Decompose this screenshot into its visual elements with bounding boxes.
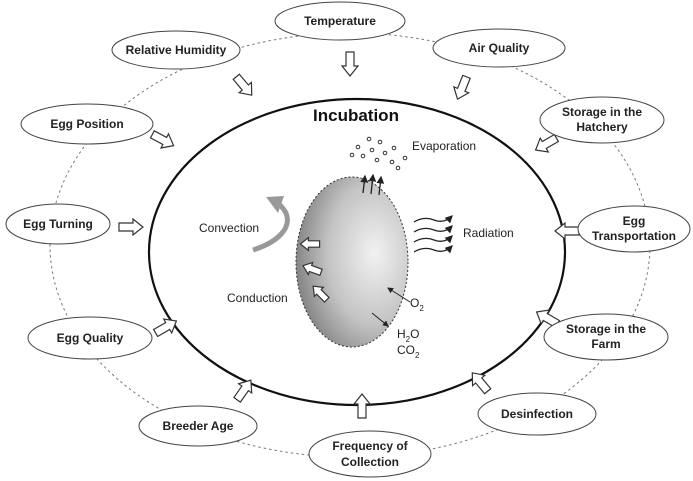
factor-label: Egg Position — [50, 117, 123, 131]
factor-label: Breeder Age — [163, 419, 234, 433]
arrow-desinfection — [471, 372, 492, 395]
evaporation-droplets — [349, 136, 408, 171]
factor-label: Relative Humidity — [126, 43, 227, 57]
factor-label-line1: Storage in the — [562, 105, 642, 119]
arrow-egg-transportation — [554, 221, 580, 241]
factor-frequency-collection: Frequency of Collection — [308, 430, 432, 478]
gas-h2o: H2O — [397, 327, 419, 344]
arrow-breeder-age — [233, 379, 253, 403]
factor-temperature: Temperature — [274, 1, 406, 41]
factor-egg-position: Egg Position — [20, 103, 154, 145]
process-convection: Convection — [199, 221, 259, 235]
arrow-temperature — [340, 51, 360, 77]
arrow-egg-turning — [118, 217, 144, 237]
process-conduction: Conduction — [227, 291, 288, 305]
egg-shape — [295, 176, 409, 348]
factor-label-line2: Hatchery — [576, 120, 628, 134]
process-evaporation: Evaporation — [412, 139, 476, 153]
gas-co2: CO2 — [397, 343, 420, 360]
factor-label-line1: Frequency of — [332, 439, 408, 453]
factor-label-line2: Collection — [341, 455, 399, 469]
conduction-arrows — [299, 236, 330, 303]
arrow-storage-hatchery — [534, 133, 560, 153]
factor-egg-turning: Egg Turning — [5, 203, 111, 245]
factor-storage-hatchery: Storage in the Hatchery — [539, 96, 665, 144]
factor-label: Egg Quality — [57, 331, 124, 345]
factor-label: Egg Turning — [23, 217, 93, 231]
evaporation-arrows — [360, 173, 385, 196]
arrow-egg-quality — [152, 318, 178, 338]
arrow-relative-humidity — [232, 73, 253, 96]
gas-o2: O2 — [410, 296, 424, 313]
factor-egg-quality: Egg Quality — [27, 316, 153, 360]
conduction-arrow-1 — [299, 236, 321, 252]
arrow-air-quality — [452, 74, 471, 101]
factor-desinfection: Desinfection — [477, 392, 597, 436]
factor-breeder-age: Breeder Age — [138, 405, 258, 447]
factor-egg-transportation: Egg Transportation — [577, 205, 691, 253]
process-radiation: Radiation — [463, 226, 514, 240]
diagram-title: Incubation — [313, 106, 399, 125]
factor-label-line2: Transportation — [592, 229, 676, 243]
factor-label: Desinfection — [501, 407, 573, 421]
factor-label: Temperature — [304, 14, 376, 28]
arrow-egg-position — [149, 130, 175, 149]
o2-arrow — [387, 287, 411, 303]
factor-relative-humidity: Relative Humidity — [111, 30, 241, 70]
factor-label-line1: Egg — [623, 214, 646, 228]
h2o-co2-arrow — [371, 312, 389, 327]
factor-label-line2: Farm — [591, 337, 620, 351]
factor-storage-farm: Storage in the Farm — [543, 313, 669, 361]
conduction-arrow-2 — [302, 261, 323, 277]
arrow-storage-farm — [535, 309, 561, 329]
convection-arrow — [252, 196, 290, 253]
radiation-arrows — [413, 215, 453, 254]
factor-label: Air Quality — [469, 41, 530, 55]
arrow-frequency-collection — [352, 393, 372, 419]
factor-arrows — [118, 51, 580, 419]
conduction-arrow-3 — [312, 285, 330, 303]
factor-label-line1: Storage in the — [566, 322, 646, 336]
factor-air-quality: Air Quality — [432, 28, 566, 68]
